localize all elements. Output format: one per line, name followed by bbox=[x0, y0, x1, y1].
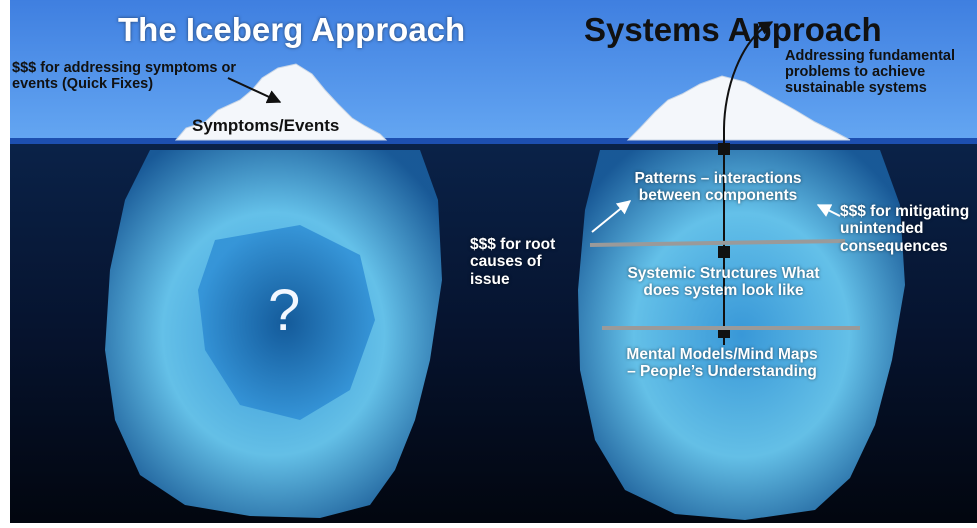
symptoms-events-label: Symptoms/Events bbox=[192, 116, 340, 135]
left-title: The Iceberg Approach bbox=[118, 11, 466, 48]
systemic-structures-label: Systemic Structures What does system loo… bbox=[627, 265, 820, 300]
right-title: Systems Approach bbox=[584, 11, 882, 48]
root-cost-arrow bbox=[591, 200, 632, 233]
mitigate-cost-arrow bbox=[816, 204, 841, 217]
right-iceberg-tip bbox=[626, 75, 851, 141]
fundamental-problems-note: Addressing fundamental problems to achie… bbox=[785, 48, 955, 97]
root-cause-cost-note: $$$ for root causes of issue bbox=[470, 236, 556, 288]
symptoms-cost-note: $$$ for addressing symptoms or events (Q… bbox=[12, 60, 237, 93]
symptoms-arrow bbox=[227, 77, 282, 104]
systems-spine-arrow bbox=[723, 21, 774, 345]
unknown-question-mark: ? bbox=[268, 278, 301, 343]
spine-node-top bbox=[718, 143, 730, 155]
mitigation-cost-note: $$$ for mitigating unintended consequenc… bbox=[840, 203, 970, 255]
mental-models-label: Mental Models/Mind Maps – People’s Under… bbox=[626, 346, 818, 381]
patterns-label: Patterns – interactions between componen… bbox=[634, 170, 802, 205]
left-iceberg-core bbox=[198, 225, 375, 420]
spine-node-middle bbox=[718, 246, 730, 258]
waterline bbox=[10, 138, 977, 144]
divider-line-upper bbox=[589, 239, 846, 247]
sky-background bbox=[10, 0, 977, 140]
